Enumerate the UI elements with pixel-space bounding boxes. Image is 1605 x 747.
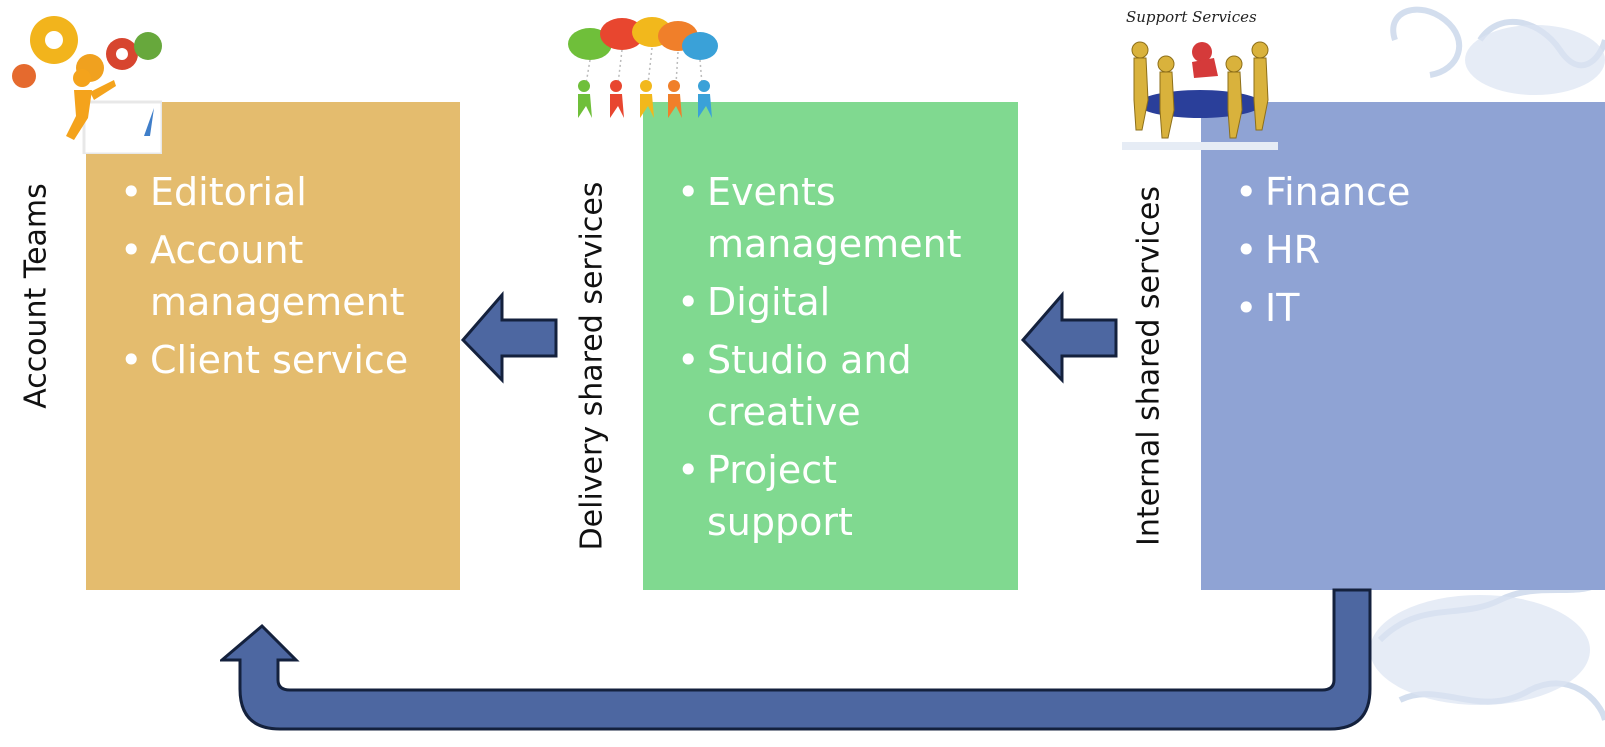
left-arrow-icon [460, 290, 558, 384]
list-item: HR [1231, 224, 1410, 276]
support-team-icon: Support Services [1122, 8, 1278, 150]
account-teams-panel: Editorial Account management Client serv… [86, 102, 460, 590]
list-item: Project support [673, 444, 907, 548]
internal-shared-services-panel: Finance HR IT [1201, 102, 1605, 590]
gears-person-icon [12, 16, 162, 154]
u-turn-arrow-icon [220, 588, 1372, 731]
list-item: Digital [673, 276, 1007, 328]
delivery-shared-services-list: Events management Digital Studio and cre… [673, 166, 1007, 554]
list-item: Finance [1231, 166, 1410, 218]
list-item: IT [1231, 282, 1410, 334]
list-item: Events management [673, 166, 1007, 270]
list-item: Editorial [116, 166, 430, 218]
support-services-caption: Support Services [1126, 8, 1257, 26]
team-celebration-icon [568, 17, 718, 118]
delivery-shared-services-label: Delivery shared services [574, 181, 610, 551]
list-item: Account management [116, 224, 430, 328]
list-item: Client service [116, 334, 430, 386]
delivery-shared-services-panel: Events management Digital Studio and cre… [643, 102, 1018, 590]
internal-shared-services-label: Internal shared services [1131, 186, 1167, 546]
list-item: Studio and creative [673, 334, 947, 438]
account-teams-label: Account Teams [18, 183, 54, 409]
left-arrow-icon [1020, 290, 1118, 384]
internal-shared-services-list: Finance HR IT [1231, 166, 1410, 340]
account-teams-list: Editorial Account management Client serv… [116, 166, 430, 392]
